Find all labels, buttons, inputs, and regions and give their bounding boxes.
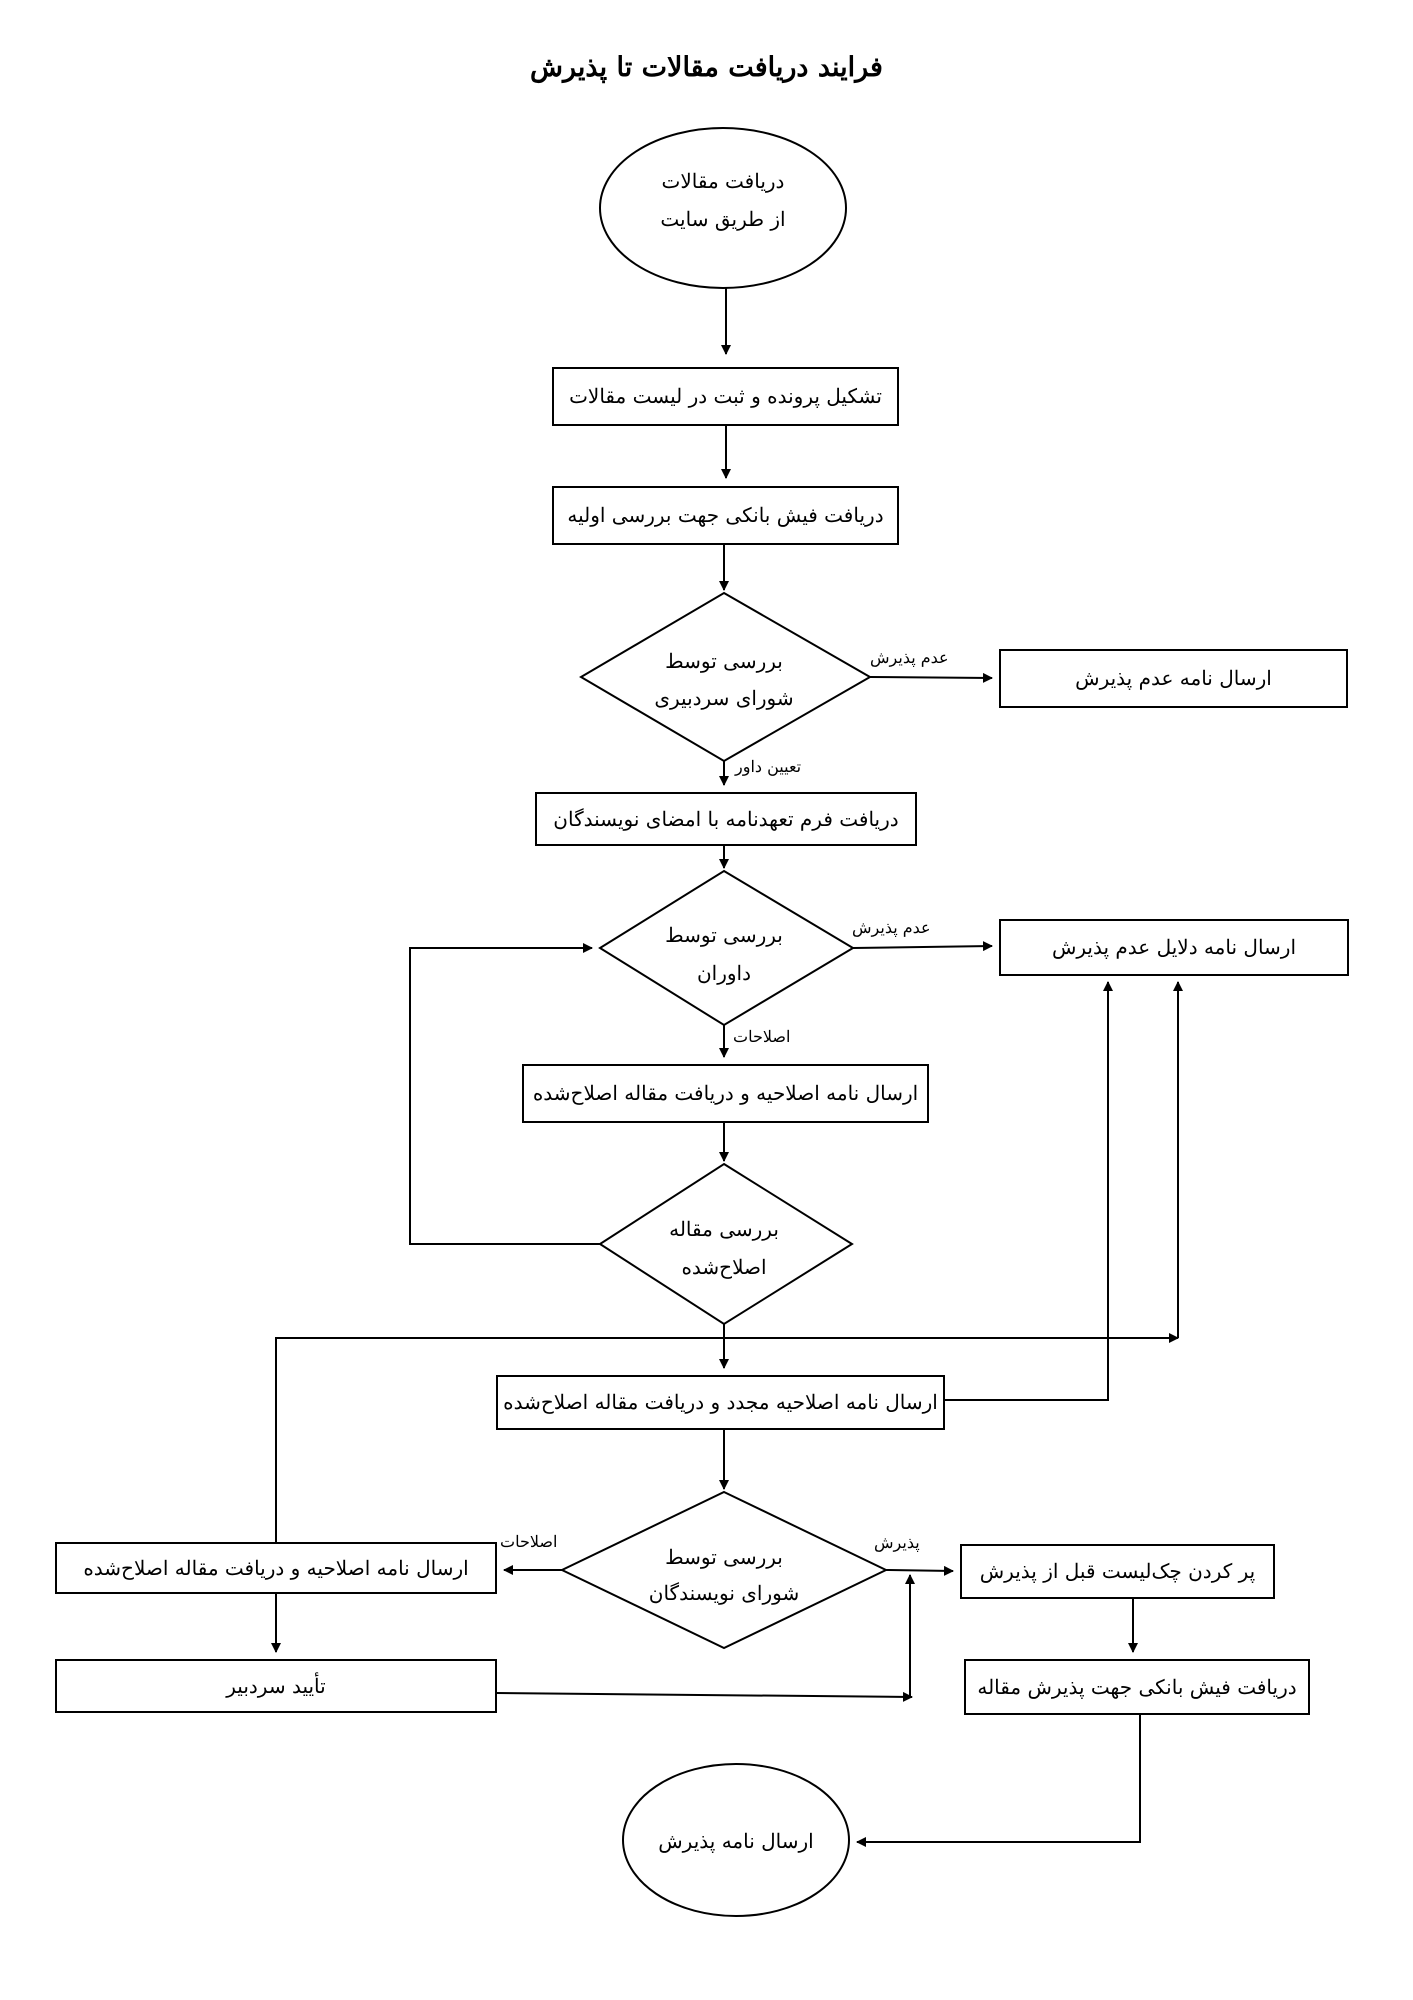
rejection-letter-box — [999, 649, 1348, 708]
file-register-label: تشکیل پرونده و ثبت در لیست مقالات — [569, 384, 882, 408]
referee-review-label-line1: بررسی توسط — [665, 923, 783, 947]
revision-letter-2-label: ارسال نامه اصلاحیه مجدد و دریافت مقاله ا… — [503, 1390, 938, 1414]
arrow-writers-to-checklist — [885, 1565, 954, 1576]
edge-label-assign-referee: تعیین داور — [735, 757, 802, 776]
board-review-label-line1: بررسی توسط — [665, 649, 783, 673]
edge-label-writers-revisions: اصلاحات — [500, 1532, 558, 1551]
editor-approval-label: تأیید سردبیر — [226, 1674, 326, 1698]
end-terminal — [622, 1763, 850, 1917]
acceptance-receipt-label: دریافت فیش بانکی جهت پذیرش مقاله — [977, 1675, 1297, 1699]
edge-label-writers-accept: پذیرش — [874, 1533, 920, 1552]
start-label-line1: دریافت مقالات — [661, 169, 785, 193]
rejection-letter-label: ارسال نامه عدم پذیرش — [1075, 666, 1272, 690]
start-label-line2: از طریق سایت — [660, 207, 786, 231]
commitment-form-box — [535, 792, 917, 846]
writers-review-label-line1: بررسی توسط — [665, 1545, 783, 1569]
writers-review-decision — [559, 1490, 889, 1650]
revision-letter-1-label: ارسال نامه اصلاحیه و دریافت مقاله اصلاح‌… — [532, 1081, 919, 1105]
arrow-revised-loop-back — [409, 943, 600, 1245]
acceptance-letter-label: ارسال نامه پذیرش — [658, 1829, 814, 1853]
board-review-label-line2: شورای سردبیری — [654, 686, 794, 710]
editor-approval-box — [55, 1659, 497, 1713]
initial-receipt-box — [552, 486, 899, 545]
revision-letter-1-box — [522, 1064, 929, 1123]
checklist-box — [960, 1544, 1275, 1599]
writers-review-label-line2: شورای نویسندگان — [648, 1581, 800, 1605]
arrow-board-to-reject — [869, 672, 993, 683]
arrow-referee-to-reasons — [852, 941, 993, 952]
page-title: فرایند دریافت مقالات تا پذیرش — [530, 52, 883, 83]
referee-review-label-line2: داوران — [696, 961, 752, 985]
acceptance-receipt-box — [964, 1659, 1310, 1715]
rejection-reasons-label: ارسال نامه دلایل عدم پذیرش — [1051, 935, 1297, 959]
arrow-receipt-to-end — [856, 1714, 1141, 1847]
edge-label-referee-revisions: اصلاحات — [733, 1027, 791, 1046]
revised-review-label-line1: بررسی مقاله — [669, 1217, 779, 1241]
rejection-reasons-box — [999, 919, 1349, 976]
arrow-editor-to-writers — [495, 1691, 913, 1702]
revised-review-label-line2: اصلاح‌شده — [681, 1255, 767, 1279]
arrow-revision3-up-to-reasons — [275, 1333, 1179, 1543]
checklist-label: پر کردن چک‌لیست قبل از پذیرش — [979, 1559, 1256, 1583]
revision-letter-3-label: ارسال نامه اصلاحیه و دریافت مقاله اصلاح‌… — [83, 1556, 469, 1580]
revision-letter-2-box — [496, 1375, 945, 1430]
initial-receipt-label: دریافت فیش بانکی جهت بررسی اولیه — [567, 503, 884, 527]
edge-label-referee-reject: عدم پذیرش — [852, 918, 931, 937]
commitment-form-label: دریافت فرم تعهدنامه با امضای نویسندگان — [553, 807, 899, 831]
edge-label-board-reject: عدم پذیرش — [870, 648, 949, 667]
start-terminal — [599, 127, 847, 289]
arrow-revision2-to-reasons — [944, 981, 1113, 1401]
